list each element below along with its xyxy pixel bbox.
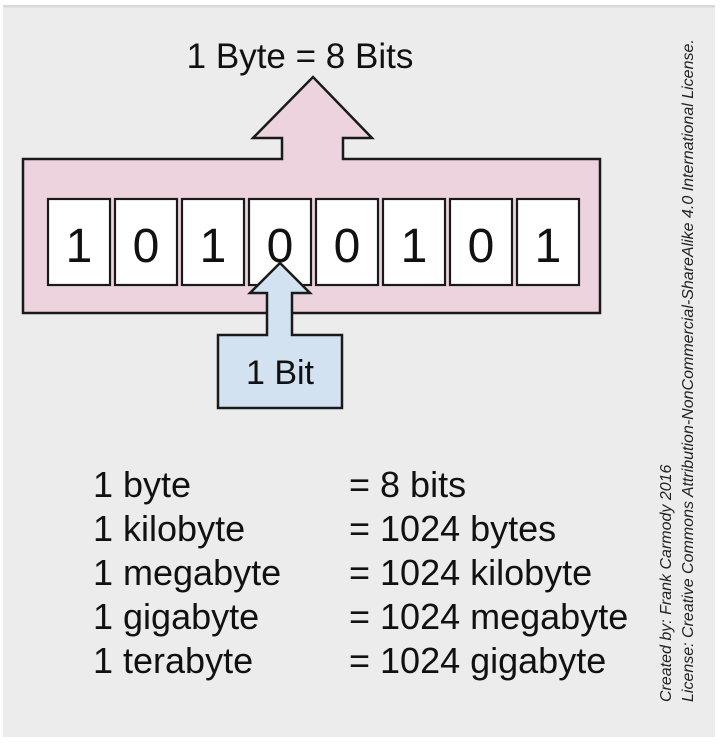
conversion-value: = 1024 kilobyte (349, 552, 592, 593)
credits: Created by: Frank Carmody 2016 License: … (658, 39, 697, 702)
bit-cell (381, 197, 447, 287)
bit-value: 0 (468, 220, 495, 273)
conversion-unit: 1 byte (93, 464, 191, 505)
bottom-white-strip (0, 737, 720, 746)
credit-author: Created by: Frank Carmody 2016 (658, 464, 675, 702)
bit-cell (180, 197, 246, 287)
byte-title: 1 Byte = 8 Bits (187, 37, 414, 76)
one-bit-callout-arrow (216, 261, 344, 410)
conversion-table: 1 byte = 8 bits 1 kilobyte = 1024 bytes … (93, 464, 628, 681)
bit-cell (448, 197, 514, 287)
bit-value: 0 (334, 220, 361, 273)
conversion-unit: 1 terabyte (93, 640, 253, 681)
conversion-unit: 1 gigabyte (93, 596, 259, 637)
bit-value: 1 (401, 220, 428, 273)
top-divider-line (0, 5, 720, 8)
bit-value: 0 (133, 220, 160, 273)
credit-license: License: Creative Commons Attribution-No… (680, 39, 697, 702)
bit-value: 1 (66, 220, 93, 273)
bit-value: 1 (200, 220, 227, 273)
conversion-value: = 1024 gigabyte (349, 640, 606, 681)
bit-cells: 1 0 1 0 0 1 0 1 (46, 197, 581, 287)
bit-cell (46, 197, 112, 287)
bit-value: 1 (535, 220, 562, 273)
bit-cell (515, 197, 581, 287)
left-white-strip (0, 0, 3, 746)
bit-cell (314, 197, 380, 287)
conversion-value: = 1024 bytes (349, 508, 556, 549)
conversion-unit: 1 kilobyte (93, 508, 245, 549)
top-white-strip (0, 0, 720, 5)
right-white-strip (715, 0, 720, 746)
one-bit-label: 1 Bit (246, 354, 315, 392)
conversion-unit: 1 megabyte (93, 552, 281, 593)
conversion-value: = 8 bits (349, 464, 466, 505)
bit-cell (113, 197, 179, 287)
conversion-value: = 1024 megabyte (349, 596, 628, 637)
